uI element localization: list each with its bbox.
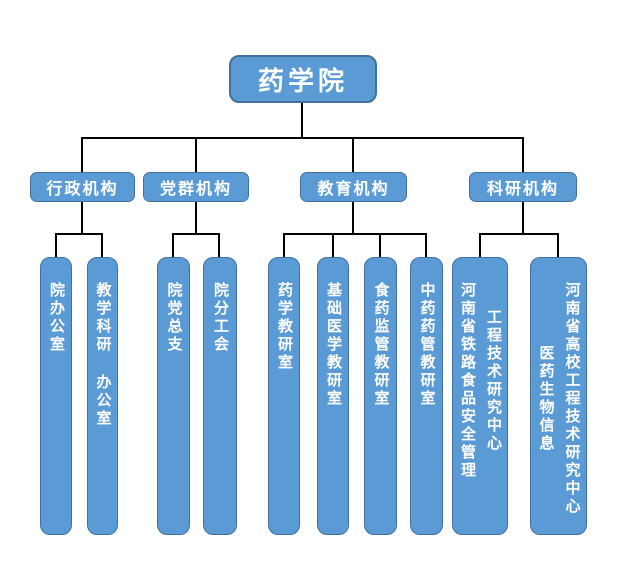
connector-branch1-drop-2 xyxy=(101,233,103,258)
org-node-branch-label: 行政机构 xyxy=(46,181,119,198)
connector-branch1-stem xyxy=(81,202,83,235)
org-node-leaf-label: 基础医学教研室 xyxy=(325,282,342,408)
org-node-root-label: 药学院 xyxy=(257,65,348,96)
connector-branch4-drop-1 xyxy=(479,233,481,258)
connector-drop-branch-3 xyxy=(352,137,354,172)
connector-drop-branch-4 xyxy=(522,137,524,172)
org-node-leaf-label: 院党总支 xyxy=(165,282,183,354)
org-node-leaf: 食药监管教研室 xyxy=(364,257,397,535)
connector-branch2-stem xyxy=(195,202,197,235)
org-node-branch-research: 科研机构 xyxy=(469,172,577,202)
org-node-leaf: 院党总支 xyxy=(157,257,190,535)
connector-branch3-stem xyxy=(352,202,354,235)
connector-drop-branch-2 xyxy=(195,137,197,172)
org-node-leaf: 中药药管教研室 xyxy=(410,257,443,535)
org-node-branch-admin: 行政机构 xyxy=(30,172,135,202)
org-node-leaf-label: 院分工会 xyxy=(212,282,229,354)
connector-main-bus xyxy=(81,137,524,139)
org-node-leaf-label: 食药监管教研室 xyxy=(372,282,390,408)
connector-branch2-drop-2 xyxy=(218,233,220,258)
connector-branch1-bus xyxy=(55,233,103,235)
org-node-branch-label: 科研机构 xyxy=(486,181,559,198)
org-node-leaf: 院办公室 xyxy=(40,257,72,535)
connector-branch3-drop-4 xyxy=(425,233,427,258)
connector-branch4-bus xyxy=(479,233,559,235)
org-node-branch-label: 党群机构 xyxy=(159,181,232,198)
org-node-leaf-label: 院办公室 xyxy=(48,282,65,354)
org-node-leaf: 基础医学教研室 xyxy=(317,257,349,535)
connector-drop-branch-1 xyxy=(81,137,83,172)
connector-root-drop xyxy=(301,102,303,138)
org-node-leaf: 院分工会 xyxy=(203,257,237,535)
org-node-root: 药学院 xyxy=(229,55,377,103)
org-node-leaf: 河南省铁路食品安全管理 工程技术研究中心 xyxy=(452,257,508,535)
org-node-leaf-label: 中药药管教研室 xyxy=(418,282,436,408)
connector-branch3-bus xyxy=(283,233,427,235)
connector-branch2-drop-1 xyxy=(172,233,174,258)
connector-branch3-drop-2 xyxy=(332,233,334,258)
org-node-leaf-label: 河南省铁路食品安全管理 工程技术研究中心 xyxy=(459,282,502,480)
org-node-leaf: 教学科研 办公室 xyxy=(87,257,118,535)
org-node-leaf-label: 医药生物信息 河南省高校工程技术研究中心 xyxy=(537,282,581,516)
org-node-leaf: 药学教研室 xyxy=(268,257,300,535)
org-node-branch-party: 党群机构 xyxy=(143,172,249,202)
org-node-branch-education: 教育机构 xyxy=(300,172,407,202)
connector-branch4-stem xyxy=(522,202,524,235)
org-node-leaf: 医药生物信息 河南省高校工程技术研究中心 xyxy=(530,257,587,535)
connector-branch4-drop-2 xyxy=(557,233,559,258)
org-node-leaf-label: 药学教研室 xyxy=(276,282,293,372)
connector-branch3-drop-3 xyxy=(379,233,381,258)
connector-branch2-bus xyxy=(172,233,220,235)
org-node-leaf-label: 教学科研 办公室 xyxy=(94,282,112,428)
connector-branch3-drop-1 xyxy=(283,233,285,258)
org-node-branch-label: 教育机构 xyxy=(317,181,390,198)
connector-branch1-drop-1 xyxy=(55,233,57,258)
